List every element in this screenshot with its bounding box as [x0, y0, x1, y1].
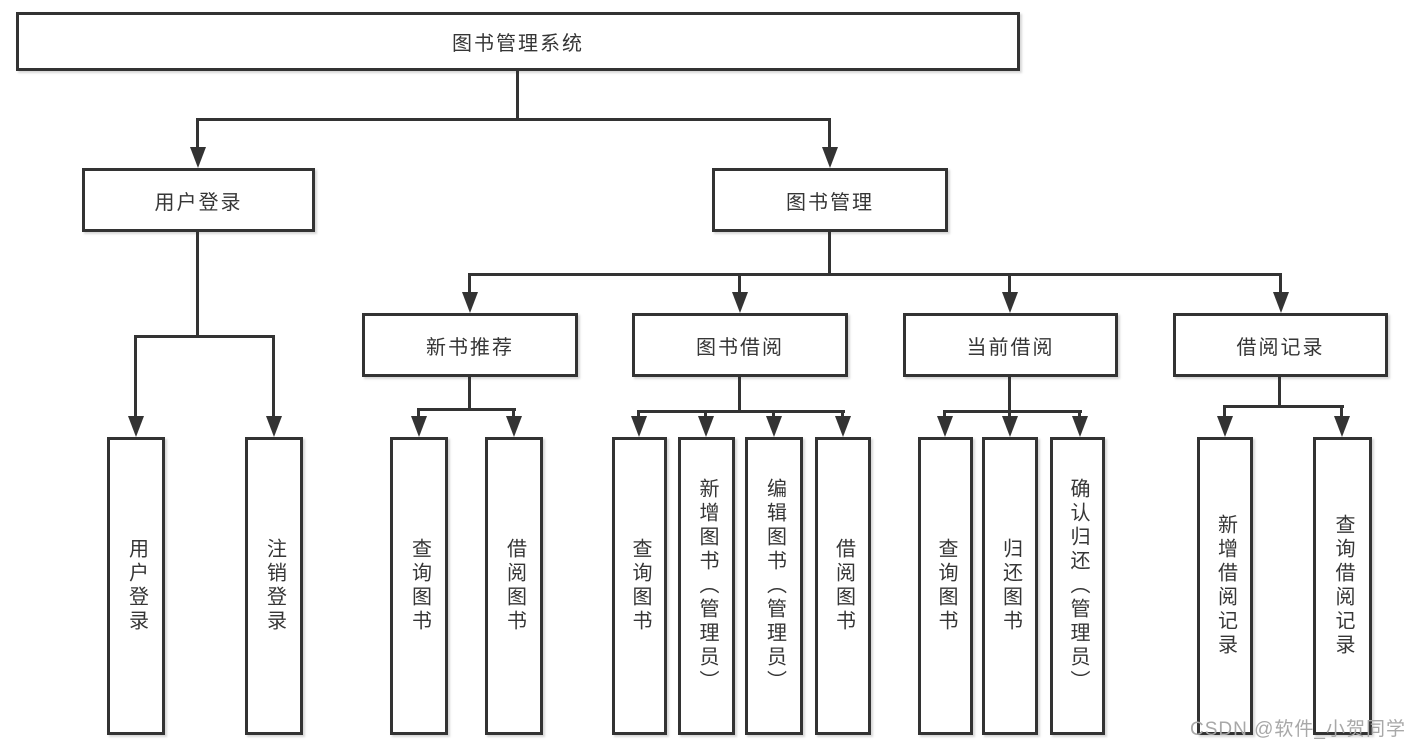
connector-hline: [468, 273, 1282, 276]
connector-vline: [1008, 273, 1011, 295]
connector-hline: [1223, 405, 1344, 408]
node-new-book-recommend: 新书推荐: [362, 313, 578, 377]
connector-vline: [1279, 273, 1282, 295]
leaf-edit-book-admin: 编辑图书（管理员）: [745, 437, 803, 735]
arrow-down-icon: [766, 416, 782, 437]
arrow-down-icon: [462, 292, 478, 313]
arrow-down-icon: [937, 416, 953, 437]
node-book-borrowing: 图书借阅: [632, 313, 848, 377]
arrow-down-icon: [631, 416, 647, 437]
connector-vline: [1008, 410, 1011, 420]
connector-vline: [943, 410, 946, 420]
leaf-query-books-current: 查询图书: [918, 437, 973, 735]
connector-vline: [196, 232, 199, 335]
leaf-add-book-admin: 新增图书（管理员）: [678, 437, 735, 735]
node-user-login-branch: 用户登录: [82, 168, 315, 232]
arrow-down-icon: [506, 416, 522, 437]
connector-vline: [1008, 377, 1011, 410]
arrow-down-icon: [698, 416, 714, 437]
arrow-down-icon: [822, 147, 838, 168]
arrow-down-icon: [1002, 416, 1018, 437]
connector-vline: [512, 408, 515, 420]
arrow-down-icon: [1217, 416, 1233, 437]
connector-vline: [1223, 405, 1226, 419]
leaf-logout: 注销登录: [245, 437, 303, 735]
connector-vline: [738, 273, 741, 295]
connector-vline: [468, 273, 471, 295]
leaf-add-borrow-record: 新增借阅记录: [1197, 437, 1253, 735]
node-book-management: 图书管理: [712, 168, 948, 232]
connector-vline: [272, 335, 275, 420]
leaf-confirm-return-admin: 确认归还（管理员）: [1050, 437, 1105, 735]
leaf-borrow-books-recommend: 借阅图书: [485, 437, 543, 735]
connector-hline: [135, 335, 275, 338]
connector-hline: [197, 118, 831, 121]
connector-vline: [828, 118, 831, 150]
arrow-down-icon: [1273, 292, 1289, 313]
connector-vline: [516, 71, 519, 118]
connector-vline: [468, 377, 471, 408]
leaf-user-login: 用户登录: [107, 437, 165, 735]
connector-vline: [828, 232, 831, 273]
connector-hline: [637, 410, 845, 413]
connector-vline: [417, 408, 420, 420]
leaf-query-books-borrowing: 查询图书: [612, 437, 667, 735]
connector-vline: [738, 377, 741, 410]
leaf-borrow-books-borrowing: 借阅图书: [815, 437, 871, 735]
arrow-down-icon: [1002, 292, 1018, 313]
connector-vline: [134, 335, 137, 420]
connector-vline: [1278, 377, 1281, 405]
arrow-down-icon: [266, 416, 282, 437]
arrow-down-icon: [128, 416, 144, 437]
node-borrowing-records: 借阅记录: [1173, 313, 1388, 377]
connector-vline: [196, 118, 199, 150]
connector-vline: [772, 410, 775, 420]
arrow-down-icon: [411, 416, 427, 437]
connector-vline: [1340, 405, 1343, 419]
leaf-query-borrow-record: 查询借阅记录: [1313, 437, 1372, 735]
connector-vline: [637, 410, 640, 420]
connector-vline: [704, 410, 707, 420]
arrow-down-icon: [190, 147, 206, 168]
leaf-query-books-recommend: 查询图书: [390, 437, 448, 735]
connector-hline: [417, 408, 516, 411]
arrow-down-icon: [835, 416, 851, 437]
node-current-borrowing: 当前借阅: [903, 313, 1118, 377]
arrow-down-icon: [1334, 416, 1350, 437]
leaf-return-books: 归还图书: [982, 437, 1038, 735]
node-root: 图书管理系统: [16, 12, 1020, 71]
connector-hline: [943, 410, 1082, 413]
arrow-down-icon: [732, 292, 748, 313]
arrow-down-icon: [1072, 416, 1088, 437]
connector-vline: [1078, 410, 1081, 420]
connector-vline: [841, 410, 844, 420]
csdn-watermark: CSDN @软件_小贺同学: [1190, 719, 1405, 740]
